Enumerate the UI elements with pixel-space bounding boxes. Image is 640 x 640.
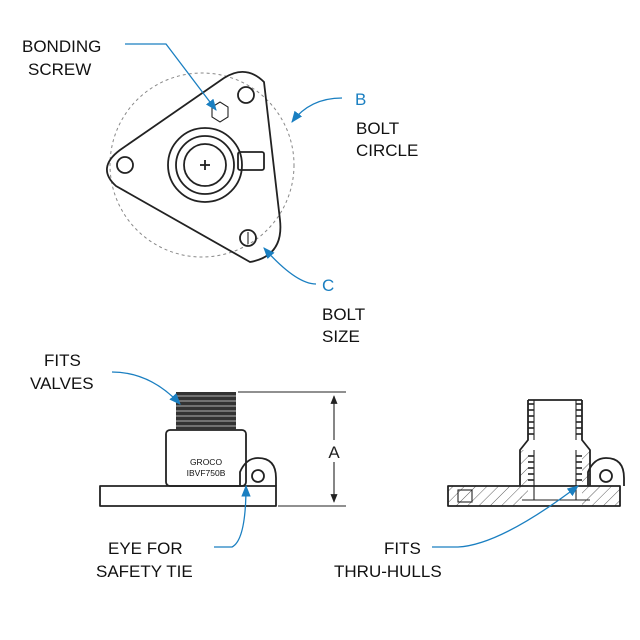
bolt-circle-outline bbox=[109, 72, 295, 258]
body-marking-model: IBVF750B bbox=[187, 468, 226, 478]
label-bolt-size-line1: BOLT bbox=[322, 305, 365, 324]
label-bolt-circle-line1: BOLT bbox=[356, 119, 399, 138]
label-thru-hulls-line1: FITS bbox=[384, 539, 421, 558]
safety-tie-eye bbox=[239, 457, 277, 486]
dimension-c-label: C bbox=[322, 276, 334, 295]
leader-lines bbox=[111, 43, 579, 548]
section-view bbox=[447, 399, 625, 507]
label-bolt-circle-line2: CIRCLE bbox=[356, 141, 418, 160]
label-eye-safety-tie-line2: SAFETY TIE bbox=[96, 562, 193, 581]
body-marking-brand: GROCO bbox=[190, 457, 223, 467]
dimension-b-label: B bbox=[355, 90, 366, 109]
label-fits-valves-line1: FITS bbox=[44, 351, 81, 370]
bonding-screw-hex bbox=[211, 101, 229, 123]
label-thru-hulls-line2: THRU-HULLS bbox=[334, 562, 442, 581]
top-view bbox=[106, 71, 295, 263]
label-bonding-screw-line2: SCREW bbox=[28, 60, 91, 79]
label-bonding-screw-line1: BONDING bbox=[22, 37, 101, 56]
leader-bolt-circle bbox=[291, 97, 343, 123]
leader-fits-valves bbox=[111, 371, 181, 405]
label-fits-valves-line2: VALVES bbox=[30, 374, 94, 393]
label-eye-safety-tie-line1: EYE FOR bbox=[108, 539, 183, 558]
leader-thru-hulls bbox=[432, 485, 579, 548]
center-boss-outer bbox=[167, 127, 243, 203]
side-view: GROCO IBVF750B A bbox=[99, 391, 346, 507]
leader-bolt-size bbox=[263, 247, 317, 285]
bolt-hole-top bbox=[237, 86, 255, 104]
leader-bonding-screw bbox=[125, 43, 217, 111]
dimension-a-label: A bbox=[328, 443, 340, 462]
bolt-hole-left bbox=[116, 156, 134, 174]
flange-base bbox=[99, 485, 277, 507]
bolt-hole-bottom bbox=[239, 229, 257, 247]
leader-eye-safety-tie bbox=[214, 484, 251, 548]
side-tab bbox=[237, 151, 265, 171]
label-bolt-size-line2: SIZE bbox=[322, 327, 360, 346]
